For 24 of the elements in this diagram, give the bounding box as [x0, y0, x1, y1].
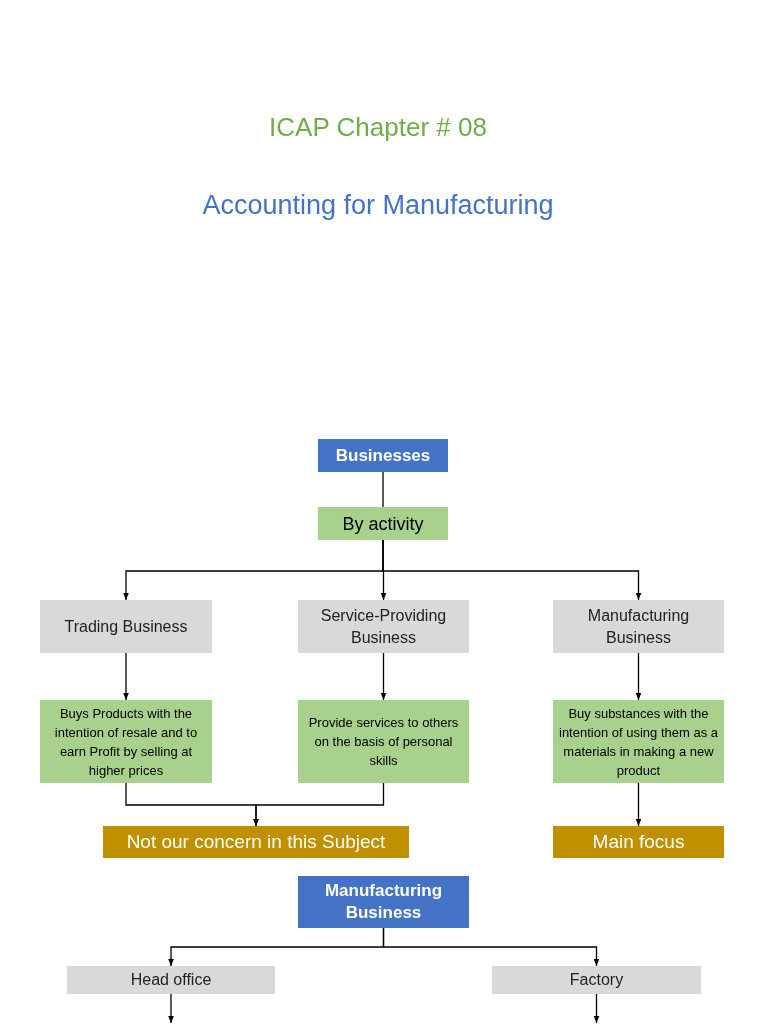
- description-box: Provide services to others on the basis of personal skills: [298, 700, 469, 783]
- category-box: Manufacturing Business: [298, 876, 469, 928]
- connector-arrow: [123, 652, 129, 701]
- outcome-box: Main focus: [553, 826, 724, 858]
- business-type-box: Trading Business: [40, 600, 212, 653]
- business-type-box: Head office: [67, 966, 275, 994]
- business-type-box: Factory: [492, 966, 701, 994]
- title: ICAP Chapter # 08: [268, 111, 488, 144]
- business-type-box: Service-Providing Business: [298, 600, 469, 653]
- connector-arrow: [253, 782, 385, 827]
- category-box: Businesses: [318, 439, 448, 472]
- outcome-box: Not our concern in this Subject: [103, 826, 409, 858]
- description-box: Buy substances with the intention of using them as a materials in making a new product: [553, 700, 724, 783]
- connector-arrow: [635, 652, 642, 701]
- connector-arrow: [593, 993, 600, 1024]
- category-box: By activity: [318, 507, 448, 540]
- description-box: Buys Products with the intention of resale and to earn Profit by selling at higher prices: [40, 700, 212, 783]
- connector-arrow: [168, 993, 174, 1024]
- business-type-box: Manufacturing Business: [553, 600, 724, 653]
- connector-arrow: [380, 652, 387, 701]
- connector-arrow: [382, 539, 642, 601]
- connector-arrow: [635, 782, 642, 827]
- connector-arrow: [382, 927, 600, 967]
- subtitle: Accounting for Manufacturing: [201, 189, 555, 222]
